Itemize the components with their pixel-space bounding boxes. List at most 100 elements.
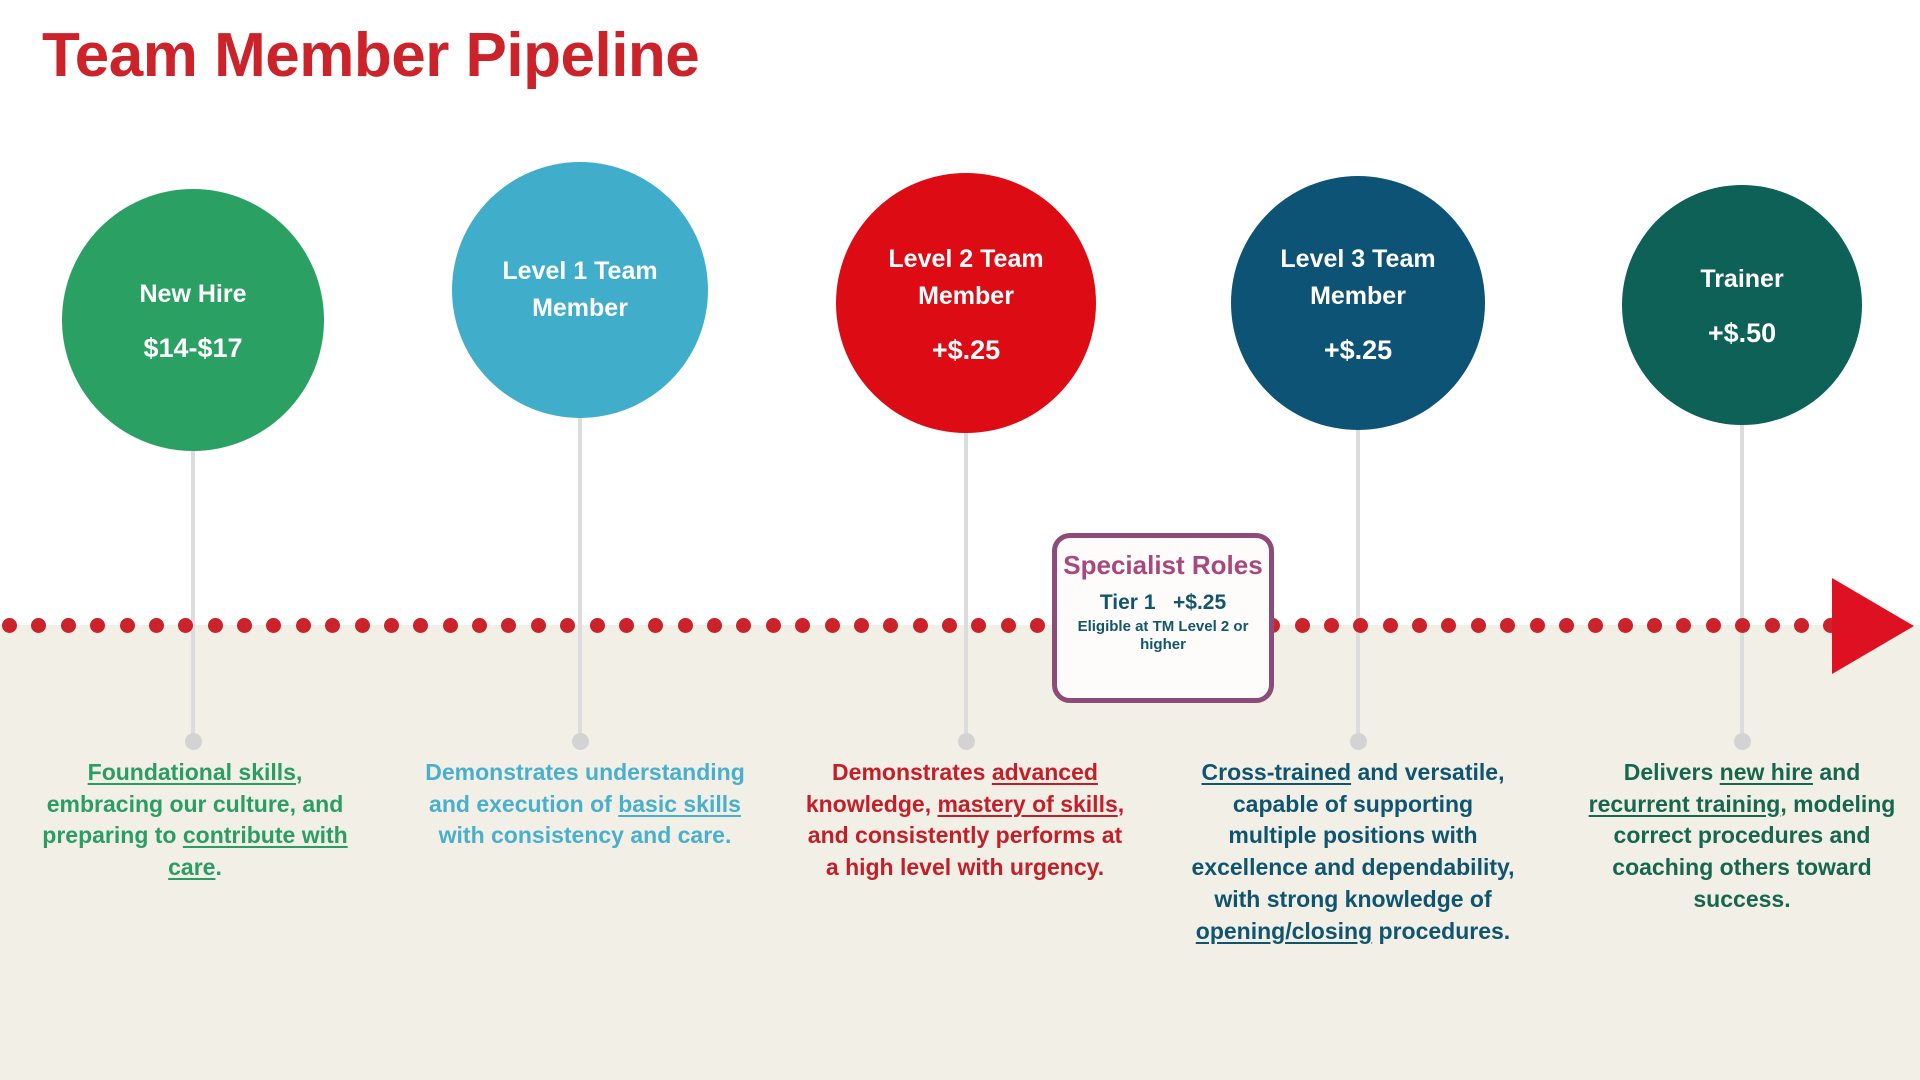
description-text: procedures. (1372, 917, 1511, 944)
description-text: , and consistently performs at a high le… (807, 790, 1125, 881)
timeline-dot (1529, 618, 1545, 633)
timeline-dot (383, 618, 399, 633)
node-pay-level-3: +$.25 (1323, 334, 1393, 365)
timeline-dot (31, 618, 47, 633)
desc-new-hire: Foundational skills, embracing our cultu… (30, 757, 360, 884)
timeline-dot (971, 618, 987, 633)
timeline-dot (824, 618, 840, 633)
timeline-dot (1617, 618, 1633, 633)
connector-stem (964, 429, 968, 741)
emphasized-phrase: basic skills (618, 790, 741, 817)
pipeline-node-level-2[interactable]: Level 2 Team Member +$.25 (836, 173, 1096, 433)
node-pay-trainer: +$.50 (1707, 318, 1777, 348)
right-arrow-icon (1832, 578, 1914, 674)
timeline-dot (589, 618, 605, 633)
timeline-dot (677, 618, 693, 633)
connector-end-dot (1350, 733, 1367, 750)
timeline-dot (2, 618, 17, 633)
timeline-dot (736, 618, 752, 633)
timeline-dot (90, 618, 106, 633)
node-title-level-1: Level 1 Team Member (502, 257, 658, 322)
timeline-dot (1412, 618, 1427, 633)
timeline-dot (207, 618, 223, 633)
timeline-dot (178, 618, 194, 633)
desc-level-3: Cross-trained and versatile, capable of … (1188, 757, 1518, 947)
connector-stem (1740, 421, 1744, 741)
node-pay-level-2: +$.25 (931, 334, 1001, 365)
connector-stem (578, 414, 582, 741)
timeline-dot (1647, 618, 1662, 633)
timeline-dot (1676, 618, 1692, 633)
description-text: and versatile, capable of supporting mul… (1191, 759, 1515, 912)
description-text: with consistency and care. (438, 822, 732, 849)
desc-level-1: Demonstrates understanding and execution… (420, 757, 750, 852)
emphasized-phrase: contribute with care (168, 822, 348, 881)
timeline-dot (148, 618, 164, 633)
timeline-dot (648, 618, 664, 633)
timeline-dot (472, 618, 487, 633)
timeline-dot (266, 618, 282, 633)
timeline-dot (413, 618, 429, 633)
pipeline-node-new-hire[interactable]: New Hire $14-$17 (62, 189, 324, 451)
timeline-dot (883, 618, 899, 633)
timeline-dot (1441, 618, 1457, 633)
timeline-dot (237, 618, 252, 633)
description-text: , modeling correct procedures and coachi… (1612, 790, 1896, 912)
description-text: . (215, 854, 222, 881)
page-title: Team Member Pipeline (42, 21, 700, 90)
timeline-dot (354, 618, 370, 633)
timeline-dotted-line (0, 618, 1880, 634)
timeline-dot (560, 618, 576, 633)
timeline-dot (501, 618, 517, 633)
timeline-dot (853, 618, 869, 633)
connector-end-dot (958, 733, 975, 750)
emphasized-phrase: new hire (1719, 759, 1813, 785)
description-text: Demonstrates understanding and execution… (425, 759, 745, 817)
node-title-trainer: Trainer (1700, 265, 1784, 293)
background-lower (0, 625, 1920, 1080)
timeline-dot (1793, 618, 1809, 633)
description-text: Delivers (1623, 759, 1720, 785)
pipeline-node-level-1[interactable]: Level 1 Team Member (452, 162, 708, 418)
timeline-dot (618, 618, 634, 633)
timeline-dot (942, 618, 957, 633)
timeline-dot (765, 618, 781, 633)
timeline-dot (442, 618, 458, 633)
node-title-level-2: Level 2 Team Member (888, 244, 1044, 310)
timeline-dot (1764, 618, 1780, 633)
node-title-level-3: Level 3 Team Member (1280, 244, 1436, 310)
timeline-dot (912, 618, 928, 633)
timeline-dot (1323, 618, 1339, 633)
timeline-dot (1558, 618, 1574, 633)
specialist-eligibility-note: Eligible at TM Level 2 or higher (1077, 617, 1249, 654)
emphasized-phrase: advanced (991, 759, 1098, 785)
node-pay-new-hire: $14-$17 (143, 333, 243, 363)
node-title-new-hire: New Hire (139, 280, 247, 308)
pipeline-node-level-3[interactable]: Level 3 Team Member +$.25 (1231, 176, 1485, 430)
emphasized-phrase: recurrent training (1588, 790, 1781, 817)
timeline-dot (795, 618, 811, 633)
timeline-dot (1735, 618, 1751, 633)
pipeline-node-trainer[interactable]: Trainer +$.50 (1622, 185, 1862, 425)
description-text: knowledge, (805, 790, 938, 817)
timeline-dot (295, 618, 311, 633)
timeline-dot (1470, 618, 1486, 633)
timeline-dot (1500, 618, 1516, 633)
connector-end-dot (185, 733, 202, 750)
emphasized-phrase: mastery of skills (937, 790, 1118, 817)
timeline-dot (1705, 618, 1721, 633)
emphasized-phrase: opening/closing (1195, 917, 1373, 944)
timeline-dot (325, 618, 341, 633)
connector-stem (1356, 426, 1360, 741)
specialist-roles-card[interactable]: Specialist Roles Tier 1 +$.25 Eligible a… (1052, 533, 1274, 703)
connector-stem (191, 447, 195, 741)
description-text: , embracing our culture, and preparing t… (42, 759, 344, 849)
timeline-dot (119, 618, 135, 633)
timeline-dot (1382, 618, 1398, 633)
timeline-dot (530, 618, 546, 633)
timeline-dot (60, 618, 76, 633)
desc-level-2: Demonstrates advanced knowledge, mastery… (800, 757, 1130, 884)
timeline-dot (1353, 618, 1369, 633)
connector-end-dot (1734, 733, 1751, 750)
